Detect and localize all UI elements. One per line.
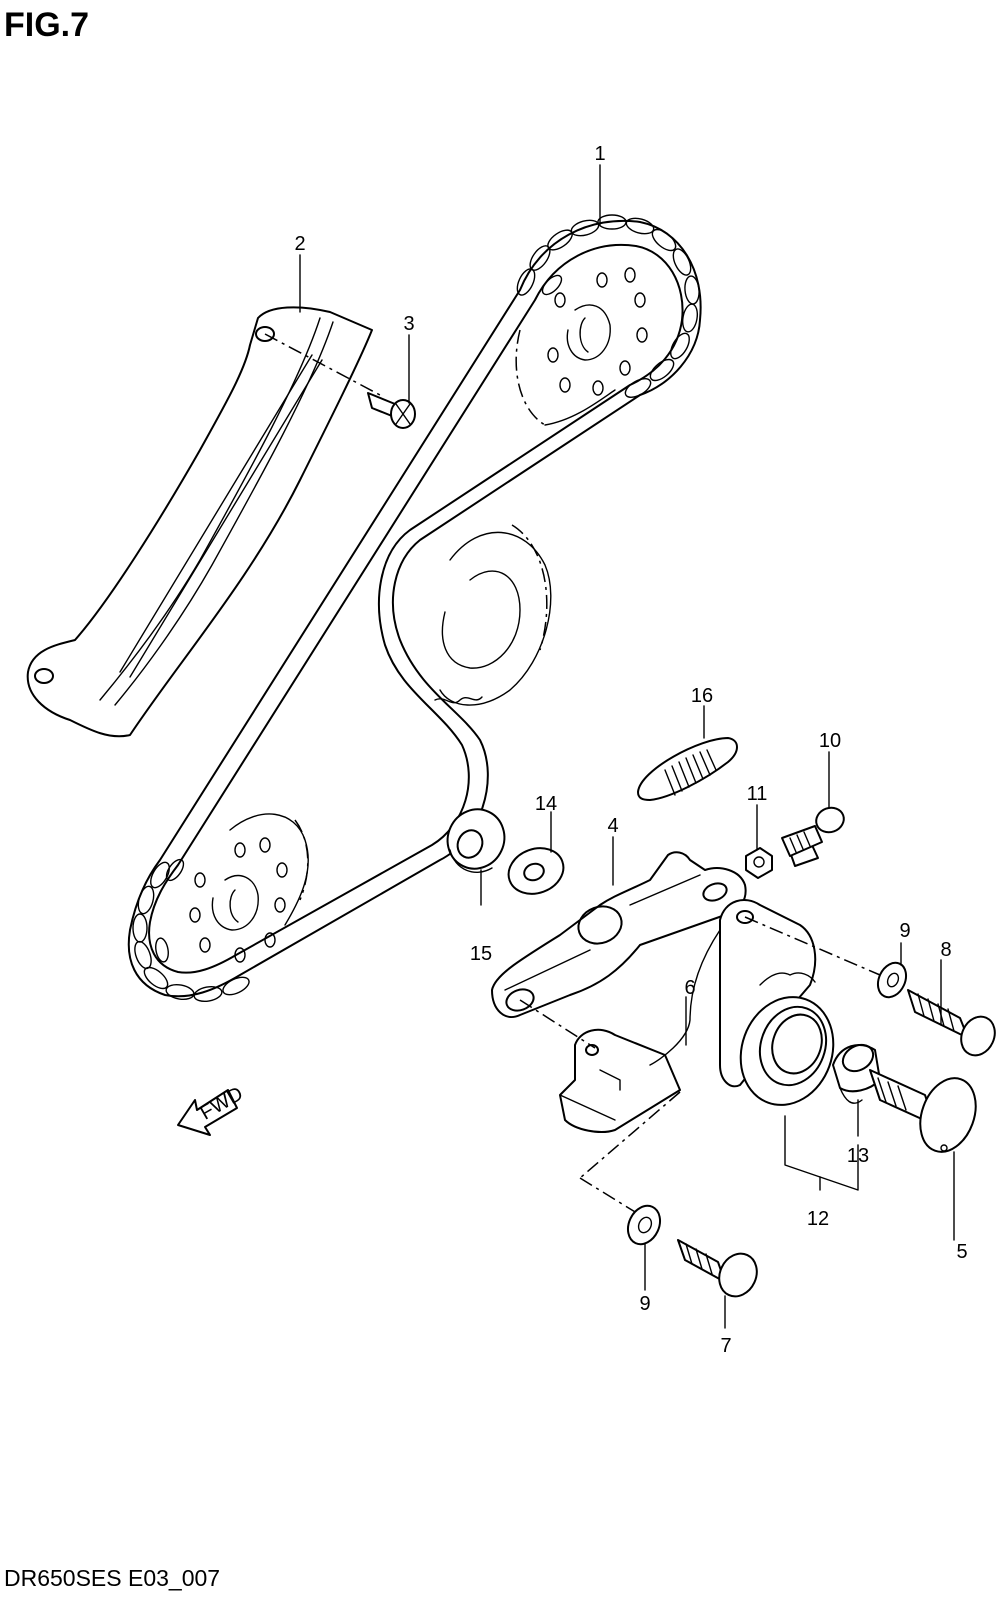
figure-title: FIG.7 [4, 6, 90, 44]
fwd-label: FWD [196, 1083, 246, 1125]
callout-9-lower: 9 [639, 1293, 650, 1315]
callout-7: 7 [720, 1335, 731, 1357]
callout-9-upper: 9 [899, 920, 910, 942]
callout-15: 15 [470, 943, 492, 965]
washer-9a-part[interactable] [873, 958, 912, 1002]
callout-16: 16 [691, 685, 713, 707]
spacer-14-part[interactable] [502, 841, 570, 901]
tensioner-plate-part[interactable] [719, 899, 881, 1118]
bolt-7-part[interactable] [677, 1239, 764, 1303]
callout-4: 4 [607, 815, 618, 837]
chain-guide-part[interactable] [26, 306, 373, 738]
callout-2: 2 [294, 233, 305, 255]
callout-5: 5 [956, 1241, 967, 1263]
washer-9b-part[interactable] [622, 1201, 666, 1250]
washer-15-part[interactable] [438, 800, 514, 878]
fwd-arrow-icon: FWD [177, 1083, 247, 1136]
callout-6: 6 [684, 977, 695, 999]
callout-3: 3 [403, 313, 414, 335]
crank-disc [434, 524, 552, 706]
diagram-code: DR650SES E03_007 [4, 1565, 221, 1591]
callout-10: 10 [819, 730, 841, 752]
callout-12: 12 [807, 1208, 829, 1230]
guide-bolt-part[interactable] [264, 333, 416, 429]
bolt-8-part[interactable] [907, 989, 1000, 1061]
callout-8: 8 [940, 939, 951, 961]
cam-chain-part[interactable] [127, 214, 702, 1003]
nut-11-part[interactable] [745, 847, 773, 879]
crank-sprocket [189, 813, 309, 963]
callout-13: 13 [847, 1145, 869, 1167]
callout-14: 14 [535, 793, 557, 815]
cam-sprocket [515, 267, 648, 426]
callout-1: 1 [594, 143, 605, 165]
spring-16-part[interactable] [637, 737, 738, 801]
callout-11: 11 [747, 783, 768, 805]
leader-lines [299, 164, 955, 1329]
bolt-10-part[interactable] [781, 804, 847, 867]
pivot-bolt-5-part[interactable] [869, 1069, 985, 1160]
tensioner-body-part[interactable] [491, 851, 747, 1018]
bracket-6-part[interactable] [519, 929, 721, 1133]
